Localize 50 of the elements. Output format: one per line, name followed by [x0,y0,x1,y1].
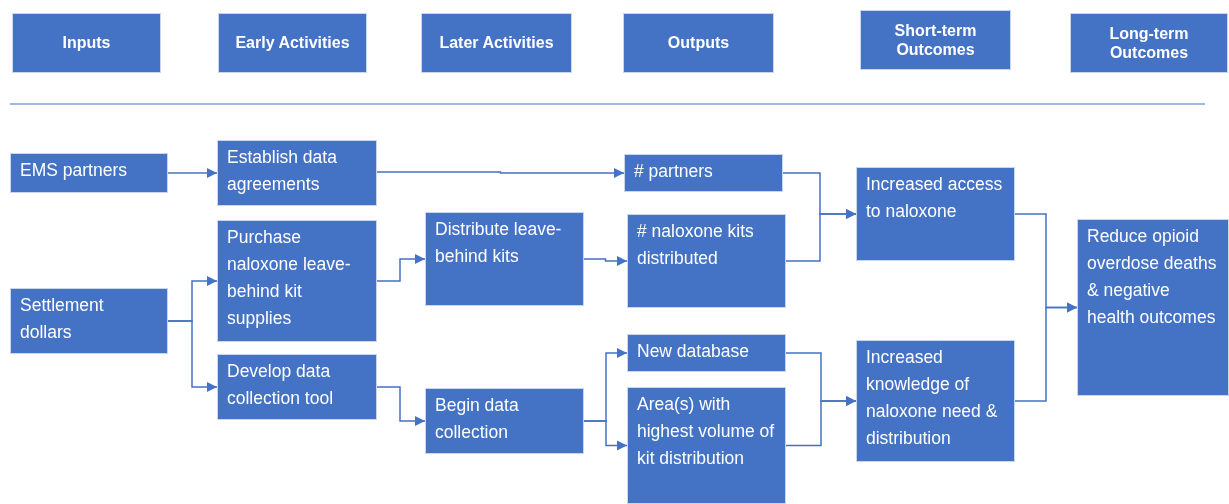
box-label: New database [637,340,749,363]
arrow [376,386,426,427]
process-box [627,387,786,504]
box-label: Later Activities [439,33,554,53]
box-label: Settlement dollars [20,294,105,344]
process-box [624,154,783,192]
box-label: Establish data agreements [227,146,338,196]
process-box [217,140,377,206]
column-header [860,10,1011,70]
box-label: # partners [634,160,713,183]
process-box [627,334,786,372]
arrow [167,167,218,179]
box-label: Develop data collection tool [227,360,335,410]
box-label: Area(s) with highest volume of kit distribution [637,393,776,470]
box-label: Distribute leave-behind kits [435,218,563,268]
box-label: Short-term Outcomes [893,20,978,60]
column-header [623,13,774,73]
arrow [376,253,426,282]
arrow [167,320,218,393]
process-box [627,214,786,308]
process-box [10,153,168,193]
box-label: Long-term Outcomes [1108,23,1190,63]
arrow [785,208,857,262]
arrow [1014,302,1078,402]
arrow [376,167,625,179]
box-label: EMS partners [20,159,127,182]
box-label: Purchase naloxone leave-behind kit supplies [227,226,352,330]
column-header [1070,13,1228,73]
box-label: Increased access to naloxone [866,173,1004,223]
process-box [1077,219,1229,396]
box-label: Inputs [62,33,111,53]
box-label: Early Activities [235,33,350,53]
arrow [583,255,628,267]
process-box [856,167,1015,261]
process-box [856,340,1015,462]
process-box [217,354,377,420]
box-label: Reduce opioid overdose deaths & negative health outcomes [1087,225,1218,329]
process-box [10,288,168,354]
column-header [218,13,367,73]
process-box [217,220,377,342]
arrow [583,420,628,451]
process-box [425,212,584,306]
box-label: Begin data collection [435,394,520,444]
process-box [425,388,584,454]
column-header [12,13,161,73]
box-label: # naloxone kits distributed [637,220,755,270]
box-label: Outputs [667,33,730,53]
column-header [421,13,572,73]
box-label: Increased knowledge of naloxone need & distribution [866,346,999,450]
arrow [785,395,857,447]
